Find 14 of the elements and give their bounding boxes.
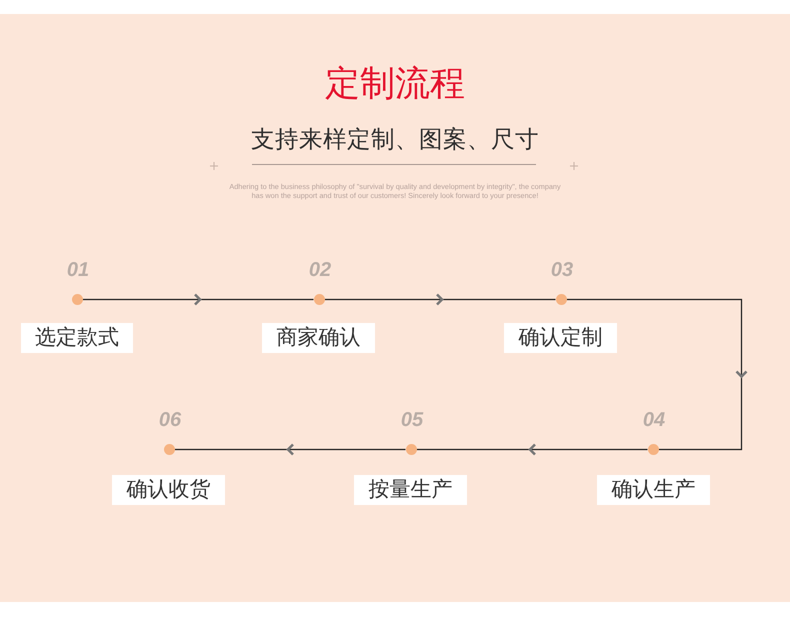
title: 定制流程 [324, 64, 466, 104]
step-label: 确认生产 [597, 475, 710, 505]
step-label: 按量生产 [354, 475, 467, 505]
step-number: 01 [66, 258, 90, 280]
step-label: 确认定制 [504, 323, 617, 353]
step-number: 06 [158, 408, 182, 430]
subtitle: 支持来样定制、图案、尺寸 [250, 125, 540, 154]
step-label: 选定款式 [21, 323, 133, 353]
step-number: 02 [308, 258, 332, 280]
step-label: 确认收货 [112, 475, 225, 505]
step-number: 03 [550, 258, 574, 280]
step-number: 04 [642, 408, 666, 430]
step-number: 05 [400, 408, 424, 430]
step-label: 商家确认 [262, 323, 375, 353]
